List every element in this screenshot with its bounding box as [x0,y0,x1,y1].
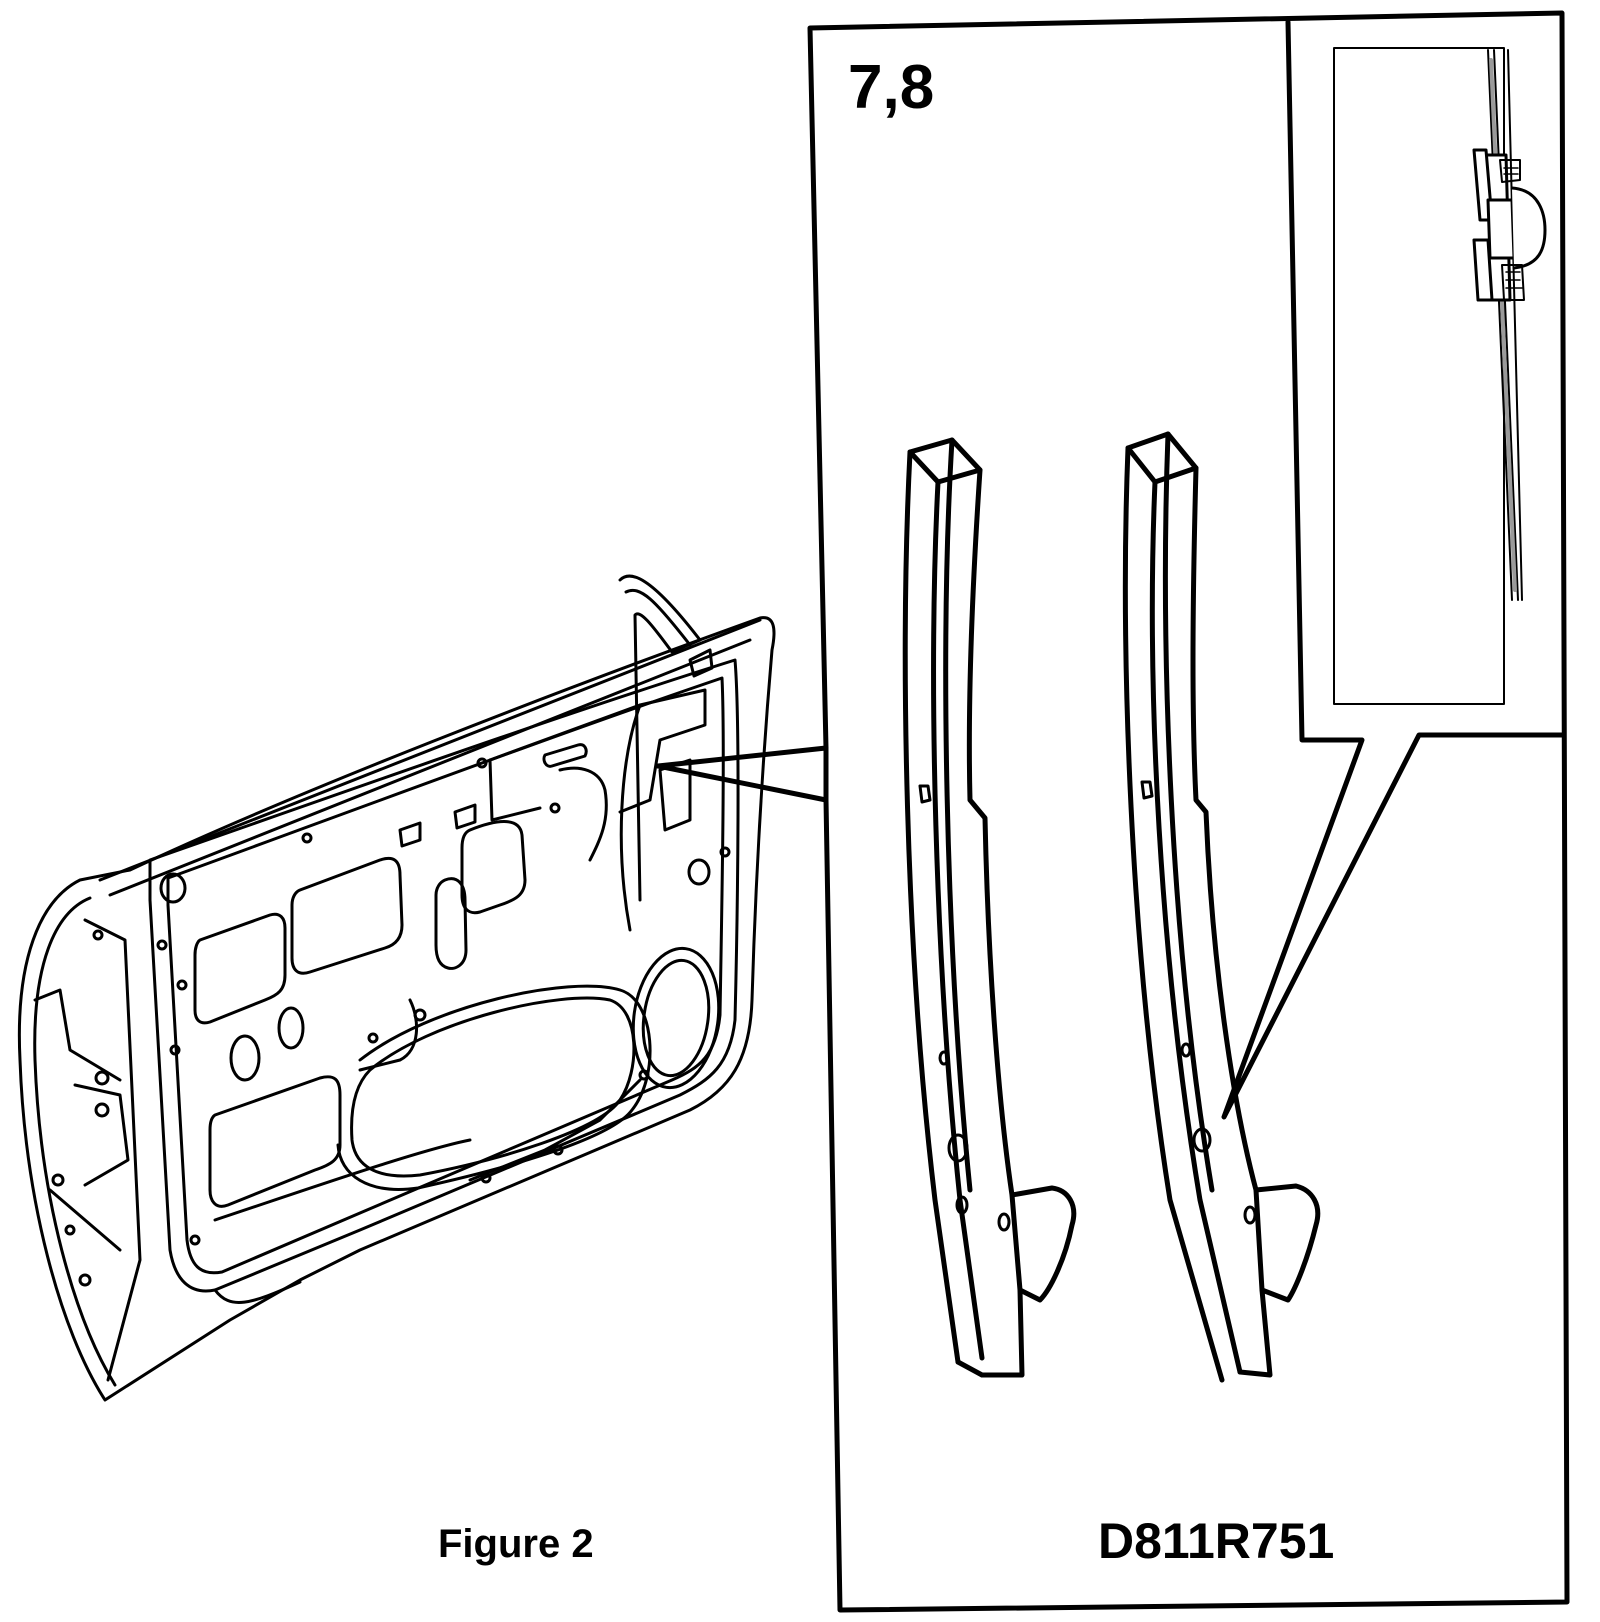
callout-pointer [655,745,829,803]
inset-inner-border [1333,47,1505,705]
window-guide-rail-left [902,437,1077,1378]
figure-caption: Figure 2 [438,1522,594,1566]
inset-frame [1221,19,1567,1120]
door-inner-panel [17,574,776,1402]
step-numbers-label: 7,8 [848,53,935,122]
glass-clip-detail-inset [1472,49,1547,601]
window-guide-rail-right [1122,431,1321,1383]
diagram-code: D811R751 [1098,1513,1335,1569]
detail-frame [807,10,1570,1613]
